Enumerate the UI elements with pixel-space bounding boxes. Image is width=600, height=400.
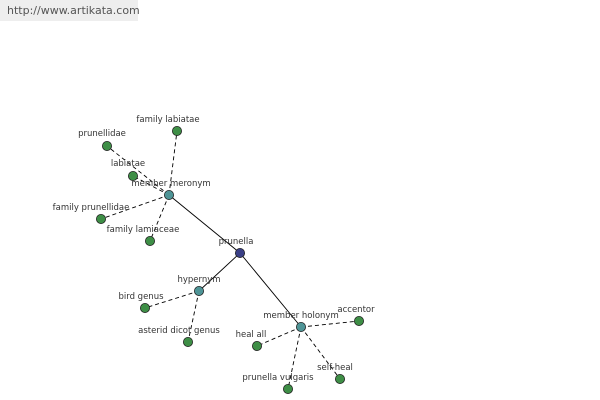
node-label: member holonym (263, 311, 338, 321)
node-circle[interactable] (171, 126, 182, 137)
leaf-node-accentor[interactable]: accentor (337, 305, 375, 326)
edge-member-meronym-to-family-prunellidae (100, 194, 170, 220)
leaf-node-asterid-dicot-genus[interactable]: asterid dicot genus (138, 326, 220, 347)
relation-node-member-holonym[interactable]: member holonym (263, 311, 339, 332)
node-circle[interactable] (96, 213, 107, 224)
edge-member-meronym-to-family-lamiaceae (149, 194, 170, 242)
node-label: prunella vulgaris (242, 373, 314, 383)
relation-node-member-meronym[interactable]: member meronym (131, 179, 211, 200)
leaf-node-family-labiatae[interactable]: family labiatae (136, 115, 200, 137)
edge-member-holonym-to-prunella-vulgaris (287, 326, 302, 390)
node-label: self-heal (317, 363, 353, 373)
leaf-node-self-heal[interactable]: self-heal (317, 363, 353, 384)
leaf-node-prunellidae[interactable]: prunellidae (78, 129, 126, 151)
node-circle[interactable] (282, 383, 293, 394)
edge-member-holonym-to-heal-all (256, 326, 302, 347)
edge-prunella-to-member-holonym (239, 252, 302, 328)
edge-hypernym-to-asterid-dicot-genus (187, 290, 200, 343)
edge-member-meronym-to-prunellidae (106, 145, 170, 196)
nodes-layer: prunella member meronym prunellidae family … (53, 115, 375, 394)
node-label: family prunellidae (53, 203, 130, 213)
node-label: bird genus (118, 292, 164, 302)
node-circle[interactable] (295, 321, 306, 332)
relation-node-hypernym[interactable]: hypernym (177, 275, 221, 296)
node-label: heal all (236, 330, 267, 340)
node-label: member meronym (131, 179, 210, 189)
node-circle[interactable] (139, 302, 150, 313)
node-circle[interactable] (102, 140, 113, 151)
node-label: prunella (219, 237, 254, 247)
node-label: family labiatae (136, 115, 199, 125)
leaf-node-family-lamiaceae[interactable]: family lamiaceae (107, 225, 180, 246)
url-text: http://www.artikata.com (7, 4, 140, 17)
leaf-node-family-prunellidae[interactable]: family prunellidae (53, 203, 130, 224)
node-circle[interactable] (234, 247, 245, 258)
leaf-node-prunella-vulgaris[interactable]: prunella vulgaris (242, 373, 314, 394)
node-label: hypernym (177, 275, 220, 285)
node-circle[interactable] (334, 373, 345, 384)
node-circle[interactable] (353, 315, 364, 326)
edge-member-holonym-to-self-heal (300, 326, 341, 380)
node-label: labiatae (111, 159, 145, 169)
node-circle[interactable] (193, 285, 204, 296)
node-label: family lamiaceae (107, 225, 180, 235)
edge-member-holonym-to-accentor (300, 320, 360, 328)
leaf-node-heal-all[interactable]: heal all (236, 330, 267, 351)
node-circle[interactable] (163, 189, 174, 200)
url-bar[interactable]: http://www.artikata.com (0, 0, 140, 21)
node-label: accentor (337, 305, 375, 315)
edge-hypernym-to-bird-genus (144, 290, 200, 309)
node-circle[interactable] (127, 170, 138, 181)
leaf-node-labiatae[interactable]: labiatae (111, 159, 145, 181)
edges-layer (100, 130, 360, 390)
edge-prunella-to-member-meronym (168, 194, 241, 254)
node-label: asterid dicot genus (138, 326, 220, 336)
node-circle[interactable] (182, 336, 193, 347)
leaf-node-bird-genus[interactable]: bird genus (118, 292, 164, 313)
edge-prunella-to-hypernym (198, 252, 241, 292)
edge-member-meronym-to-family-labiatae (168, 130, 178, 196)
node-circle[interactable] (144, 235, 155, 246)
node-label: prunellidae (78, 129, 126, 139)
root-node-prunella[interactable]: prunella (219, 237, 254, 258)
node-circle[interactable] (251, 340, 262, 351)
